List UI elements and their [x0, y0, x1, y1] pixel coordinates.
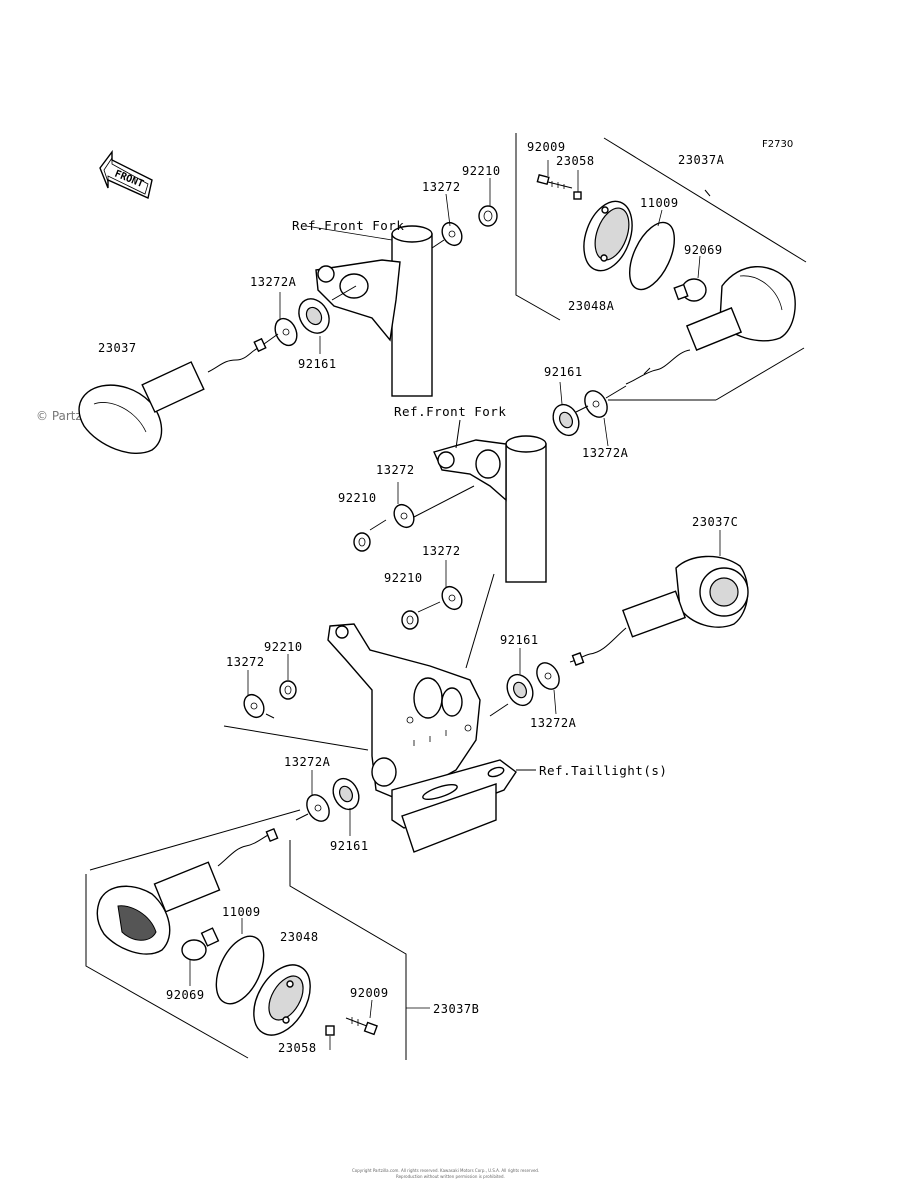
label-92161-b: 92161: [544, 365, 583, 379]
washer-13272-d: [243, 693, 265, 719]
washer-13272A-d: [306, 794, 330, 822]
bulb-92069-bottom: [181, 927, 220, 961]
gasket-11009-bottom: [215, 935, 265, 1005]
screw-92009-bottom: [345, 1017, 378, 1036]
grommet-92161-d: [332, 777, 360, 811]
lens-rim-23048: [253, 964, 311, 1036]
screw-92009-top: [536, 173, 573, 189]
nut-92210-c: [401, 610, 419, 630]
washer-13272A-c: [536, 662, 560, 690]
label-13272-a: 13272: [422, 180, 461, 194]
washer-13272A-b: [584, 390, 608, 418]
label-13272A-c: 13272A: [530, 716, 577, 730]
footer-line-2: Reproduction without written permission …: [396, 1174, 505, 1179]
label-23037A: 23037A: [678, 153, 725, 167]
nut-92210-b: [353, 532, 371, 552]
washer-13272-a: [441, 221, 463, 247]
label-23037B: 23037B: [433, 1002, 479, 1016]
nut-23058-bottom: [325, 1025, 335, 1036]
label-23048A: 23048A: [568, 299, 615, 313]
grommet-92161-a: [298, 298, 330, 334]
figure-code: F2730: [762, 139, 793, 150]
label-11009-bottom: 11009: [222, 905, 261, 919]
turn-signal-23037: [78, 337, 267, 454]
gasket-11009-top: [628, 221, 676, 291]
label-13272A-b: 13272A: [582, 446, 629, 460]
nut-92210-a: [478, 205, 498, 227]
label-92009-top: 92009: [527, 140, 566, 154]
label-92009-bottom: 92009: [350, 986, 389, 1000]
lens-rim-23048A: [583, 200, 633, 272]
label-23058-bottom: 23058: [278, 1041, 317, 1055]
label-92069-top: 92069: [684, 243, 723, 257]
label-13272-b: 13272: [376, 463, 415, 477]
label-92161-c: 92161: [500, 633, 539, 647]
label-23048: 23048: [280, 930, 319, 944]
nut-92210-d: [279, 680, 297, 700]
rear-signal-bracket: [327, 623, 517, 853]
label-13272-c: 13272: [422, 544, 461, 558]
turn-signal-23037A: [515, 133, 807, 401]
turn-signal-23037C: [569, 555, 749, 666]
washer-13272-c: [441, 585, 463, 611]
label-92069-bottom: 92069: [166, 988, 205, 1002]
label-92210-d: 92210: [264, 640, 303, 654]
ref-taillight: Ref.Taillight(s): [539, 763, 667, 778]
label-11009-top: 11009: [640, 196, 679, 210]
grommet-92161-b: [552, 403, 580, 437]
lamp-housing-23037A: [625, 266, 796, 385]
label-13272A-a: 13272A: [250, 275, 297, 289]
front-arrow-icon: FRONT: [99, 149, 153, 199]
front-fork-upper: [305, 225, 433, 397]
ref-front-fork-lower: Ref.Front Fork: [394, 404, 506, 419]
label-92161-d: 92161: [330, 839, 369, 853]
ref-front-fork-upper: Ref.Front Fork: [292, 218, 404, 233]
label-92210-c: 92210: [384, 571, 423, 585]
label-92210-b: 92210: [338, 491, 377, 505]
bulb-92069-top: [673, 278, 707, 302]
label-92210-a: 92210: [462, 164, 501, 178]
footer-line-1: Copyright Partzilla.com. All rights rese…: [352, 1168, 539, 1173]
nut-23058-top: [573, 191, 582, 200]
turn-signal-23037B: [85, 809, 430, 1060]
label-13272-d: 13272: [226, 655, 265, 669]
washer-13272-b: [393, 503, 415, 529]
label-13272A-d: 13272A: [284, 755, 331, 769]
label-23037: 23037: [98, 341, 137, 355]
label-23037C: 23037C: [692, 515, 738, 529]
washer-13272A-a: [274, 317, 298, 347]
label-23058-top: 23058: [556, 154, 595, 168]
front-fork-lower: [433, 419, 547, 583]
grommet-92161-c: [506, 673, 534, 707]
label-92161-a: 92161: [298, 357, 337, 371]
